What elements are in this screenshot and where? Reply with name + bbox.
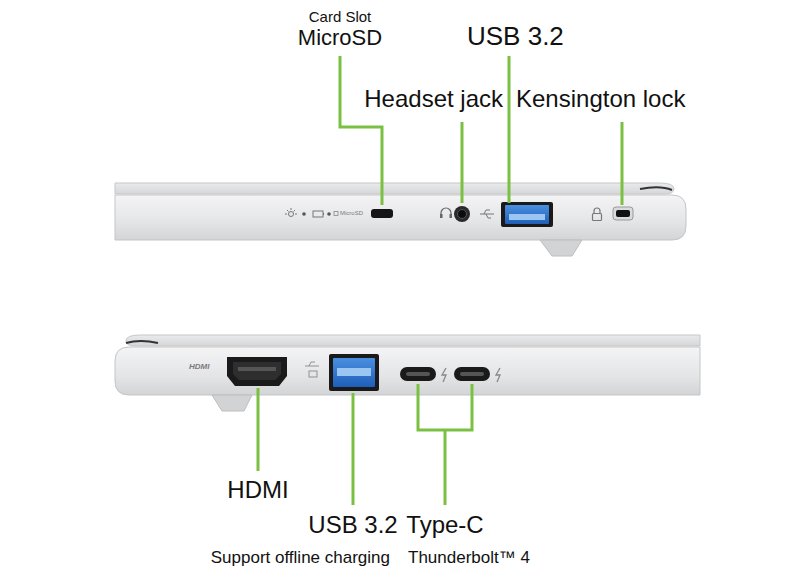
port-label: Type-C — [406, 512, 483, 538]
port-label: USB 3.2 — [308, 512, 397, 538]
port-label: USB 3.2 — [467, 22, 564, 51]
chassis-marking: MicroSD — [340, 210, 363, 217]
port-label: Card Slot — [309, 9, 372, 26]
laptop-top-view — [115, 56, 686, 256]
port-label: Headset jack — [364, 86, 503, 112]
laptop-bottom-view — [115, 335, 700, 505]
port-note: Support offline charging — [211, 549, 390, 568]
port-label: Kensington lock — [516, 86, 685, 112]
port-label: HDMI — [227, 477, 288, 503]
port-label: MicroSD — [298, 26, 382, 50]
port-note: Thunderbolt™ 4 — [408, 549, 530, 568]
chassis-marking: HDMI — [189, 363, 209, 372]
